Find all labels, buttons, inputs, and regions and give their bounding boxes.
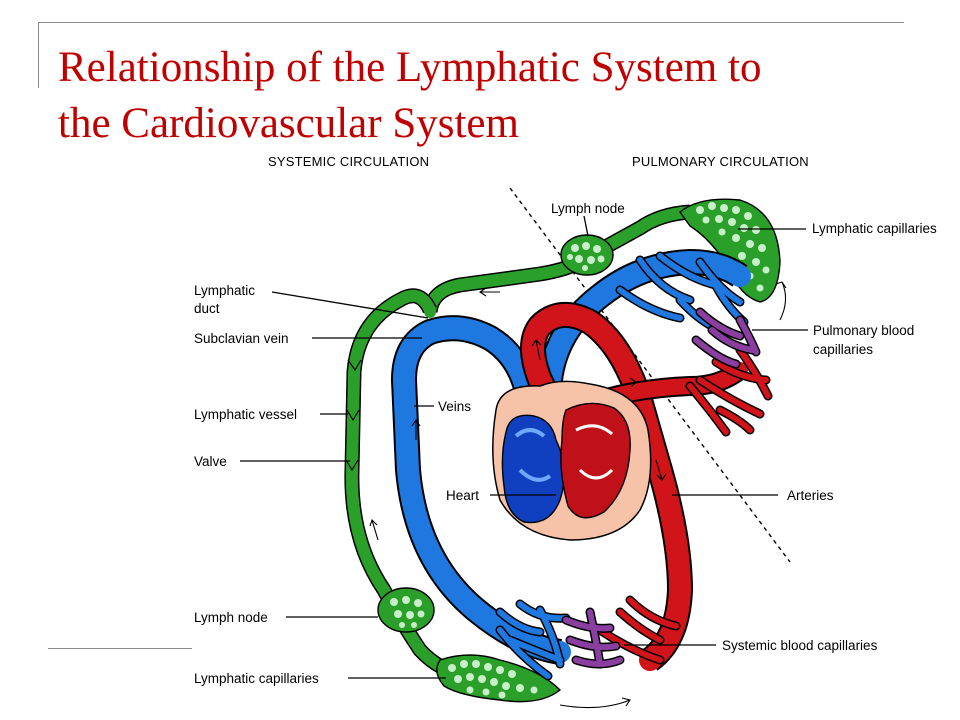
mixed-capillaries (561, 307, 761, 669)
page-title: Relationship of the Lymphatic System to … (58, 40, 898, 152)
venous-system (390, 248, 751, 681)
label-lymphatic-capillaries-top: Lymphatic capillaries (812, 221, 937, 236)
circulation-divider-line (509, 187, 791, 563)
label-lymphatic-duct-line2: duct (194, 301, 220, 316)
diagram-labels: Lymph node Lymphatic capillaries Lymphat… (194, 201, 937, 686)
slide-frame-left (38, 22, 39, 88)
label-lymphatic-vessel: Lymphatic vessel (194, 407, 297, 422)
label-pulmonary-capillaries-line2: capillaries (813, 342, 873, 357)
title-line-1: Relationship of the Lymphatic System to (58, 44, 762, 91)
title-line-2: the Cardiovascular System (58, 100, 519, 147)
flow-arrows (369, 281, 787, 709)
label-lymph-node-bottom: Lymph node (194, 610, 268, 625)
systemic-circulation-header: SYSTEMIC CIRCULATION (268, 154, 429, 169)
slide-frame-bottom (48, 648, 192, 649)
lymphatic-system (344, 198, 781, 703)
label-systemic-capillaries: Systemic blood capillaries (722, 638, 878, 653)
label-veins: Veins (438, 399, 471, 414)
label-subclavian-vein: Subclavian vein (194, 331, 289, 346)
leader-lines (240, 215, 808, 679)
heart-left-ventricle (560, 402, 631, 519)
heart-right-ventricle (501, 414, 565, 524)
label-lymphatic-capillaries-bottom: Lymphatic capillaries (194, 671, 319, 686)
label-lymph-node-top: Lymph node (551, 201, 625, 216)
label-lymphatic-duct-line1: Lymphatic (194, 283, 255, 298)
label-heart: Heart (446, 488, 479, 503)
bottom-lymph-node-shape (377, 587, 435, 633)
label-arteries: Arteries (787, 488, 834, 503)
label-valve: Valve (194, 454, 227, 469)
heart (492, 380, 652, 541)
pulmonary-circulation-header: PULMONARY CIRCULATION (632, 154, 809, 169)
slide-frame-top (38, 22, 904, 23)
label-pulmonary-capillaries-line1: Pulmonary blood (813, 323, 914, 338)
